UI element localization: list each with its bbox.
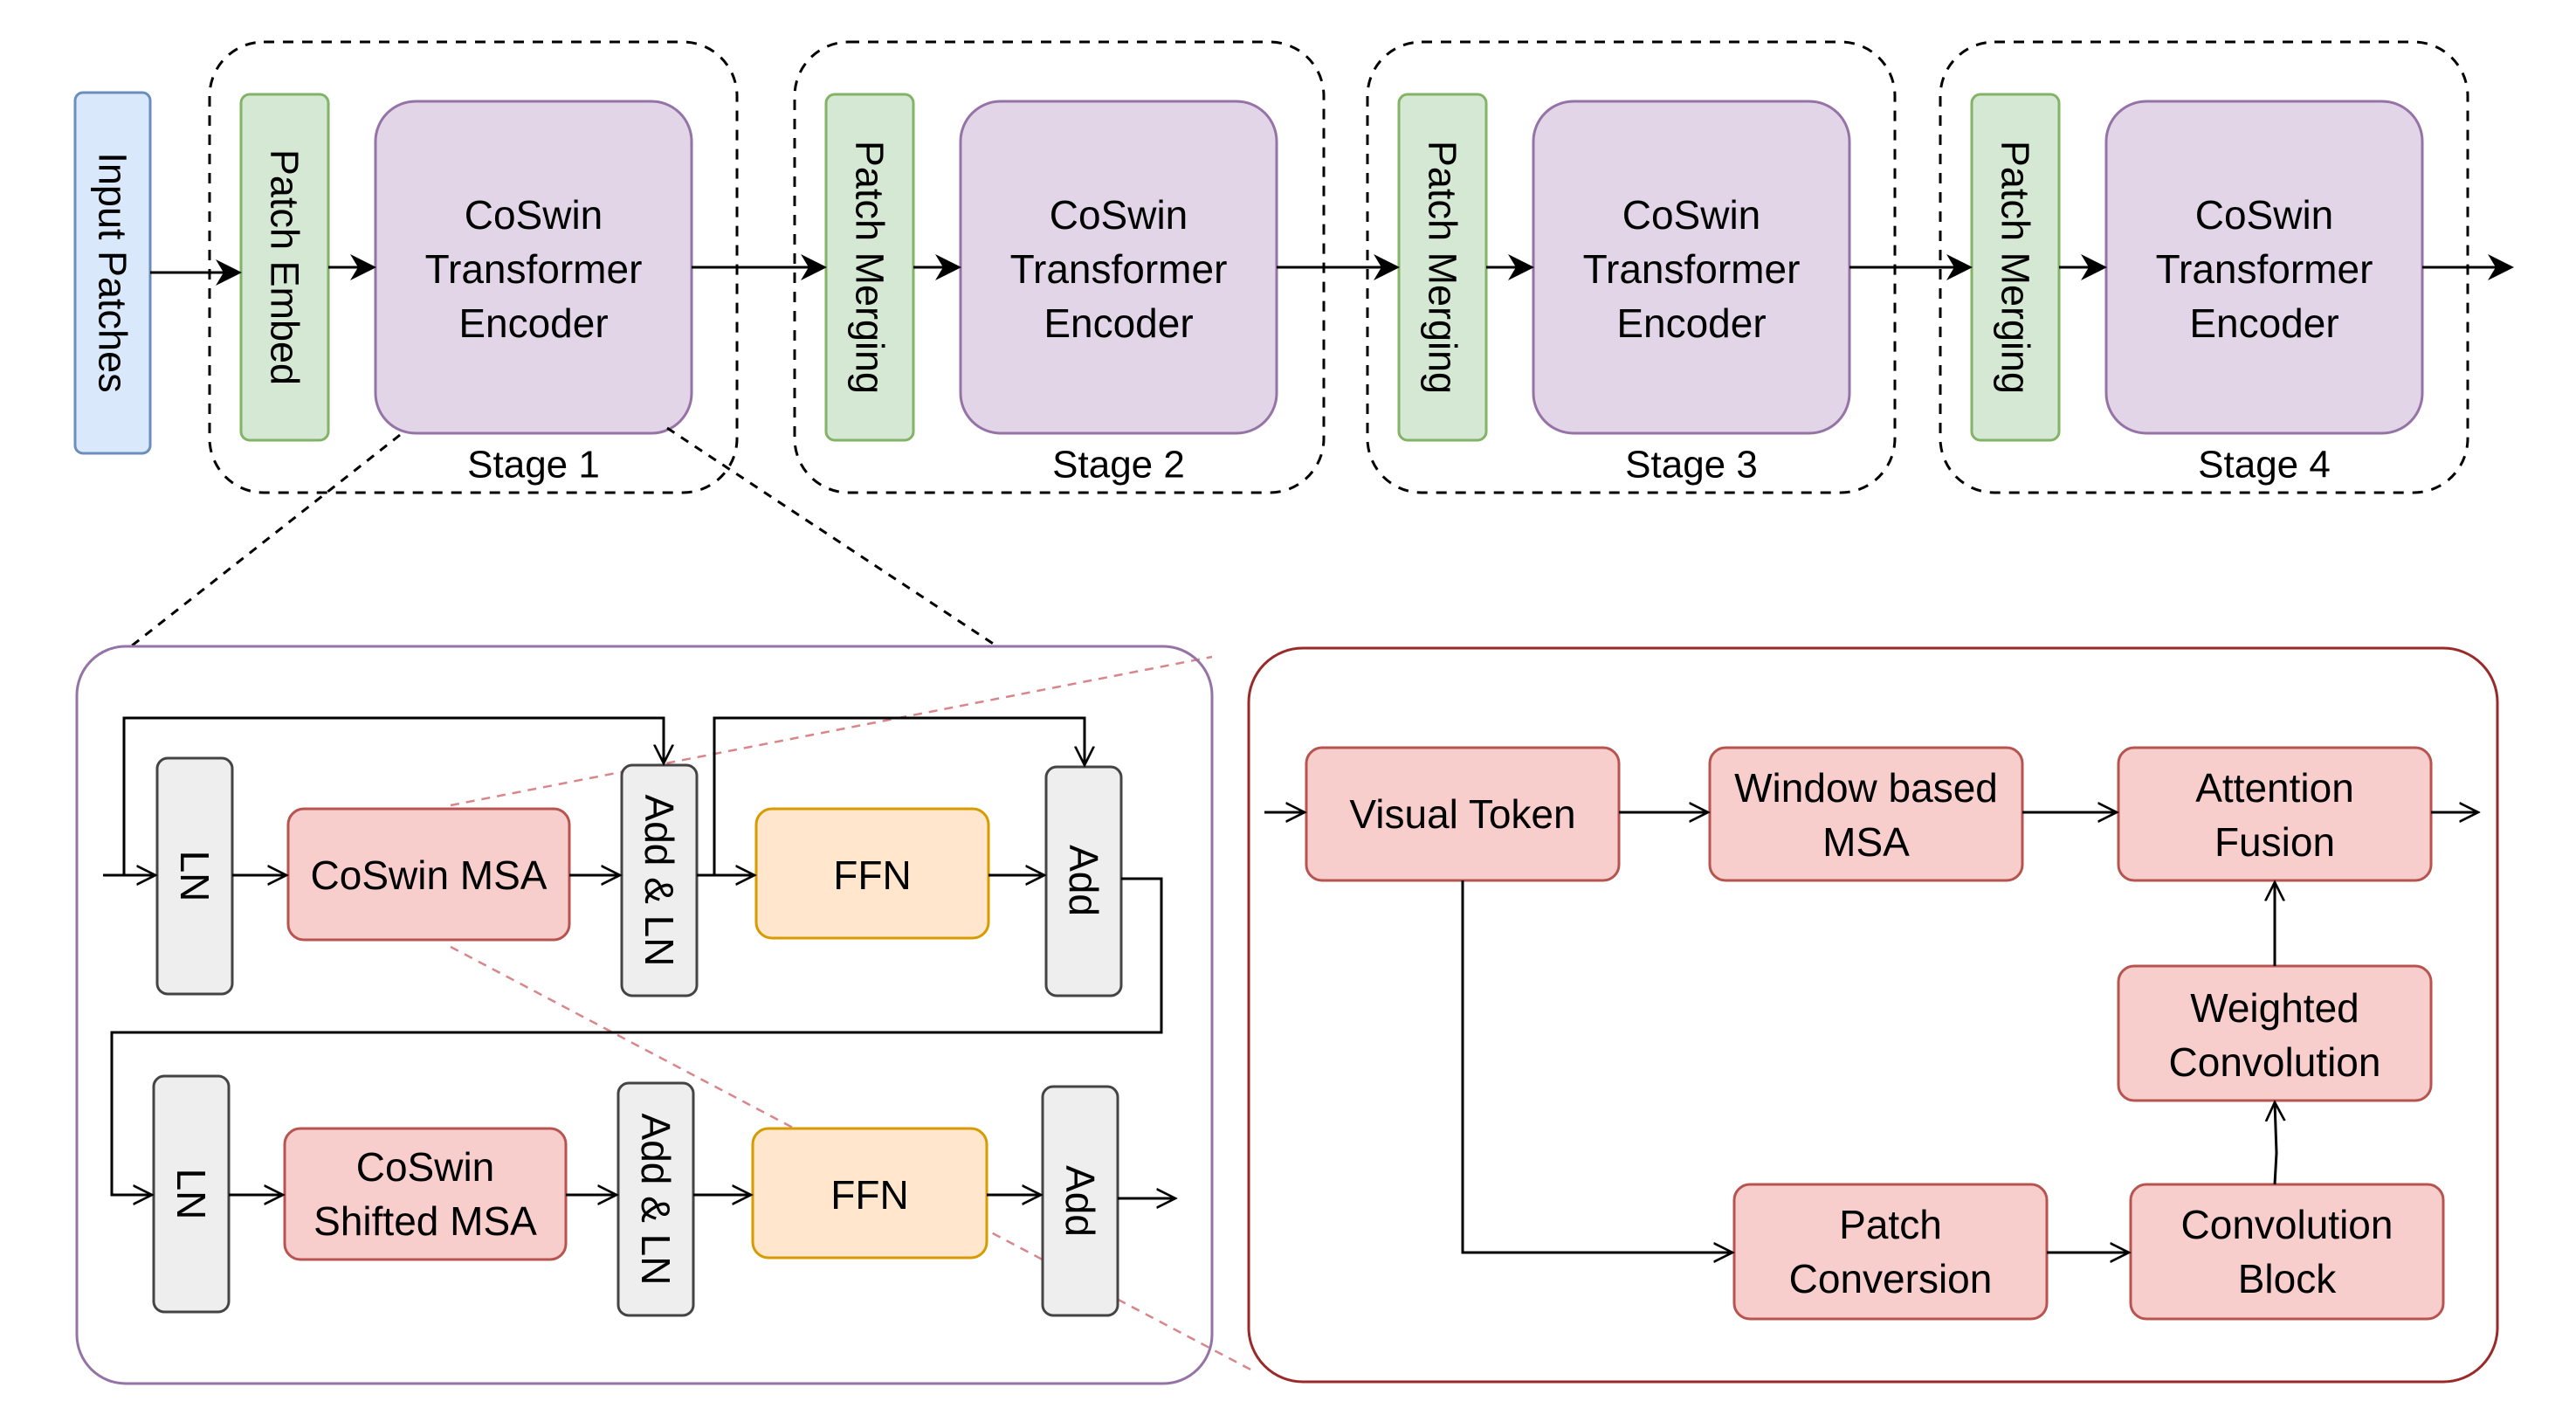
window-based-msa: MSA (1822, 819, 1910, 865)
attention-fusion: Attention (2195, 765, 2354, 811)
attention-fusion: Fusion (2214, 819, 2335, 865)
stage-4: Patch Merging CoSwin Transformer Encoder… (1939, 40, 2469, 494)
row1-ffn: FFN (833, 852, 911, 898)
row2-ln: LN (169, 1169, 214, 1220)
arrow (122, 716, 664, 875)
coswin-block-detail: LN CoSwin MSA Add & LN FFN Add LN CoSwin… (75, 645, 1214, 1385)
row1-coswin-msa: CoSwin MSA (311, 852, 548, 898)
stage-4-encoder-label: Transformer (2156, 246, 2373, 292)
stage-3: Patch Merging CoSwin Transformer Encoder… (1366, 40, 1897, 494)
block-arrows (103, 716, 1175, 1198)
row1-ln: LN (172, 851, 217, 902)
patch-conversion: Conversion (1789, 1256, 1993, 1301)
stage-2-encoder-label: Transformer (1010, 246, 1228, 292)
arrow (713, 716, 1085, 875)
coswin-msa-detail: Visual Token Window based MSA Attention … (1247, 646, 2499, 1384)
stage-2-embed-label: Patch Merging (848, 141, 892, 394)
stage-4-label: Stage 4 (2198, 444, 2331, 487)
block-detail-frame (75, 645, 1214, 1385)
stage-1-encoder-label: Transformer (425, 246, 643, 292)
arrow (2275, 1102, 2276, 1185)
stage-3-encoder-label: Encoder (1616, 300, 1766, 346)
visual-token: Visual Token (1349, 791, 1575, 837)
stage-2-encoder-label: CoSwin (1050, 192, 1188, 238)
stage-4-encoder-label: Encoder (2189, 300, 2338, 346)
stage-2-label: Stage 2 (1052, 444, 1185, 487)
stage-3-label: Stage 3 (1625, 444, 1758, 487)
stage-3-encoder-label: CoSwin (1622, 192, 1761, 238)
arrow (1461, 880, 1732, 1253)
input-patches-label: Input Patches (91, 152, 135, 392)
stage-3-embed-label: Patch Merging (1421, 141, 1465, 394)
weighted-convolution: Convolution (2169, 1039, 2381, 1085)
zoom-connectors (130, 426, 1255, 1373)
stage-2: Patch Merging CoSwin Transformer Encoder… (793, 40, 1326, 494)
stage-2-encoder-label: Encoder (1043, 300, 1193, 346)
msa-detail-frame (1247, 646, 2499, 1384)
row2-ffn: FFN (830, 1172, 908, 1218)
row2-coswin-shifted-msa: CoSwin (356, 1144, 495, 1190)
pipeline-arrows (150, 254, 2514, 286)
row2-coswin-shifted-msa: Shifted MSA (313, 1198, 537, 1244)
convolution-block: Block (2238, 1256, 2337, 1301)
stage-1-encoder-label: CoSwin (465, 192, 603, 238)
window-based-msa: Window based (1734, 765, 1998, 811)
row2-add-ln: Add & LN (633, 1114, 678, 1286)
row2-add: Add (1057, 1165, 1103, 1237)
row1-add-ln: Add & LN (637, 795, 682, 967)
row1-add: Add (1061, 845, 1106, 916)
weighted-convolution: Weighted (2190, 985, 2359, 1031)
arrow (110, 877, 1163, 1195)
patch-conversion: Patch (1839, 1202, 1942, 1247)
stage-3-encoder-label: Transformer (1583, 246, 1801, 292)
stage-1-label: Stage 1 (467, 444, 600, 487)
msa-arrows (1264, 812, 2478, 1253)
convolution-block: Convolution (2181, 1202, 2393, 1247)
stage-1: Patch Embed CoSwin Transformer Encoder S… (208, 40, 739, 494)
stage-1-encoder-label: Encoder (458, 300, 608, 346)
stage-1-embed-label: Patch Embed (263, 149, 307, 385)
pipeline: Input Patches Patch Embed CoSwin Transfo… (73, 40, 2514, 494)
stage-4-encoder-label: CoSwin (2195, 192, 2334, 238)
stage-4-embed-label: Patch Merging (1994, 141, 2038, 394)
input-patches: Input Patches (73, 91, 152, 455)
